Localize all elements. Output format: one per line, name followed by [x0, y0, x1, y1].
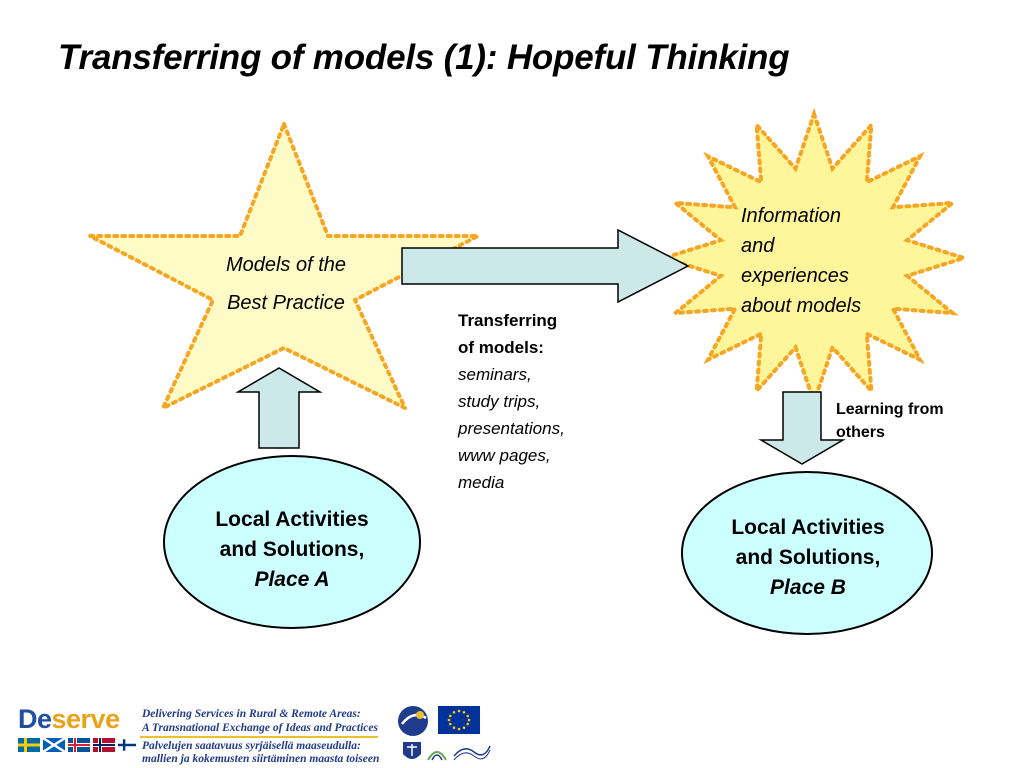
information-label: Information and experiences about models [741, 201, 911, 321]
transfer-description: Transferring of models: seminars, study … [458, 307, 618, 496]
best-practice-line2: Best Practice [227, 292, 345, 314]
footer-bar: Deserve Delivering Services in Rural & R… [0, 690, 1024, 768]
information-line4: about models [741, 295, 862, 317]
sweden-flag-icon [18, 738, 40, 752]
place-b-ellipse [681, 471, 933, 635]
transfer-arrow [401, 228, 690, 304]
finland-flag-icon [118, 739, 136, 751]
logo-part2: serve [51, 704, 121, 734]
learning-label: Learning from others [836, 398, 986, 444]
place-b-name: Place B [770, 576, 846, 599]
best-practice-star [89, 118, 479, 413]
learning-line1: Learning from [836, 401, 944, 418]
best-practice-line1: Models of the [225, 254, 347, 276]
place-a-line1: Local Activities [215, 508, 369, 531]
iceland-flag-icon [68, 738, 90, 752]
place-b-line1: Local Activities [731, 516, 885, 539]
information-line3: experiences [741, 265, 849, 287]
place-b-label: Local Activities and Solutions, Place B [698, 513, 918, 603]
footer-line4: mallien ja kokemusten siirtäminen maasta… [142, 753, 380, 765]
downward-arrow [758, 391, 846, 465]
transfer-item: study trips, [458, 392, 541, 411]
transfer-item: seminars, [458, 365, 532, 384]
transfer-heading-line2: of models: [458, 338, 544, 357]
transfer-heading-line1: Transferring [458, 311, 558, 330]
transfer-item: www pages, [458, 446, 551, 465]
transfer-item: media [458, 473, 505, 492]
place-a-ellipse [163, 455, 421, 629]
norway-flag-icon [93, 738, 115, 752]
partner-wave-logo [453, 745, 491, 761]
footer-line3: Palvelujen saatavuus syrjäisellä maaseud… [142, 740, 361, 752]
northern-periphery-logo [398, 706, 428, 736]
place-a-label: Local Activities and Solutions, Place A [182, 505, 402, 595]
page-title: Transferring of models (1): Hopeful Thin… [58, 38, 790, 77]
eu-flag-icon [438, 706, 480, 734]
learning-line2: others [836, 424, 885, 441]
transfer-item: presentations, [458, 419, 565, 438]
information-line1: Information [741, 205, 842, 227]
footer-line2: A Transnational Exchange of Ideas and Pr… [142, 722, 378, 734]
upward-arrow [235, 367, 323, 449]
place-a-line2: and Solutions, [219, 538, 365, 561]
footer-divider [140, 736, 378, 738]
agria-logo [427, 751, 447, 761]
place-b-line2: and Solutions, [735, 546, 881, 569]
best-practice-label: Models of the Best Practice [186, 246, 386, 322]
deserve-logo: Deserve [18, 704, 120, 735]
place-a-name: Place A [254, 568, 330, 591]
logo-part1: De [18, 704, 52, 734]
university-crest-logo [403, 742, 421, 759]
information-line2: and [741, 235, 775, 257]
scotland-flag-icon [43, 738, 65, 752]
footer-line1: Delivering Services in Rural & Remote Ar… [142, 708, 361, 720]
